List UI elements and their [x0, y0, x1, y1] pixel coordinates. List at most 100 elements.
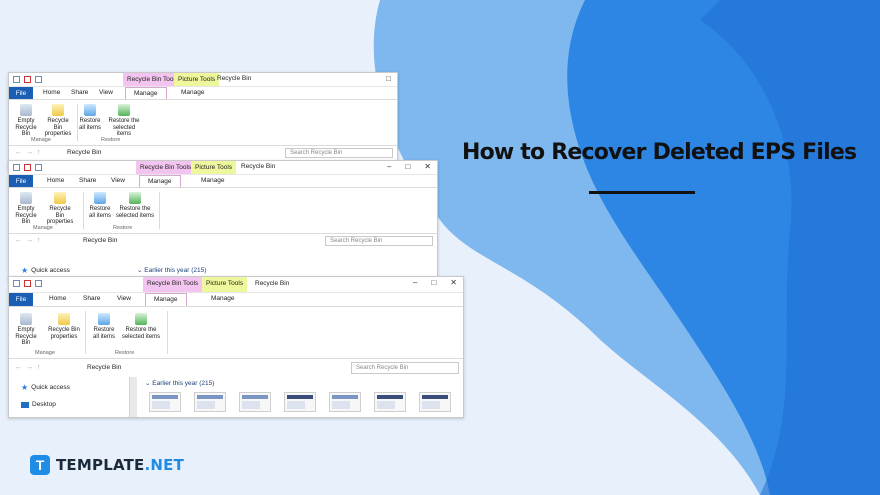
maximize-icon[interactable]: □ [405, 162, 411, 171]
file-thumbnail[interactable] [284, 392, 316, 412]
nav-desktop[interactable]: Desktop [21, 401, 56, 408]
properties-icon [54, 192, 66, 204]
tab-share[interactable]: Share [71, 89, 89, 96]
ribbon-divider [83, 192, 84, 229]
nav-quick-access[interactable]: ★Quick access [21, 266, 70, 275]
group-label-manage: Manage [31, 137, 51, 143]
close-icon[interactable]: ✕ [424, 162, 431, 171]
tab-share[interactable]: Share [79, 177, 97, 184]
picture-tools-context[interactable]: Picture Tools [191, 161, 237, 174]
explorer-window-3: Recycle Bin Tools Picture Tools Recycle … [8, 276, 464, 418]
explorer-window-2: Recycle Bin Tools Picture Tools Recycle … [8, 160, 438, 280]
restore-all-icon [84, 104, 96, 116]
content-area: ★Quick access ⌄ Earlier this year (215) [9, 248, 437, 278]
address-path[interactable]: Recycle Bin [87, 364, 122, 371]
maximize-icon[interactable]: □ [431, 278, 437, 287]
content-area: ★Quick access Desktop ⌄ Earlier this yea… [9, 377, 463, 417]
window-controls[interactable]: □ [386, 74, 391, 83]
tab-manage-2[interactable]: Manage [211, 295, 235, 302]
search-input[interactable]: Search Recycle Bin [285, 148, 393, 158]
file-thumbnail[interactable] [374, 392, 406, 412]
file-thumbnail[interactable] [419, 392, 451, 412]
title-underline [589, 191, 695, 194]
nav-scrollbar[interactable] [129, 377, 137, 417]
brand-badge: T [30, 455, 50, 475]
properties-icon [58, 313, 70, 325]
tab-manage[interactable]: Manage [125, 87, 167, 99]
nav-arrows[interactable]: ←→↑ [15, 149, 45, 156]
explorer-window-1: Recycle Bin Tools Picture Tools Recycle … [8, 72, 398, 170]
restore-selected-icon [129, 192, 141, 204]
address-bar: ←→↑ Recycle Bin Search Recycle Bin [9, 146, 397, 160]
restore-all-icon [98, 313, 110, 325]
group-label-restore: Restore [101, 137, 121, 143]
window-title: Recycle Bin [255, 280, 290, 287]
nav-quick-access[interactable]: ★Quick access [21, 383, 70, 392]
page-title: How to Recover Deleted EPS Files [462, 140, 857, 165]
quick-access-toolbar[interactable] [13, 164, 42, 171]
tab-file[interactable]: File [9, 87, 33, 99]
tab-home[interactable]: Home [49, 295, 67, 302]
tab-manage-2[interactable]: Manage [201, 177, 225, 184]
group-header[interactable]: ⌄ Earlier this year (215) [145, 380, 215, 387]
brand-logo: T TEMPLATE.NET [30, 455, 184, 475]
ribbon-divider [167, 311, 168, 354]
restore-all-icon [94, 192, 106, 204]
title-bar: Recycle Bin Tools Picture Tools Recycle … [9, 73, 397, 87]
ribbon-divider [85, 311, 86, 354]
file-thumbnail[interactable] [329, 392, 361, 412]
search-input[interactable]: Search Recycle Bin [351, 362, 459, 374]
minimize-icon[interactable]: – [413, 278, 418, 287]
recycle-bin-tools-context[interactable]: Recycle Bin Tools [123, 73, 183, 86]
tab-share[interactable]: Share [83, 295, 101, 302]
address-path[interactable]: Recycle Bin [67, 149, 102, 156]
picture-tools-context[interactable]: Picture Tools [202, 277, 248, 292]
file-thumbnail[interactable] [194, 392, 226, 412]
group-header[interactable]: ⌄ Earlier this year (215) [137, 267, 207, 274]
nav-arrows[interactable]: ←→↑ [15, 237, 45, 244]
brand-name: TEMPLATE.NET [56, 456, 185, 474]
quick-access-toolbar[interactable] [13, 280, 42, 287]
quick-access-toolbar[interactable] [13, 76, 42, 83]
address-bar: ←→↑ Recycle Bin Search Recycle Bin [9, 234, 437, 248]
minimize-icon[interactable]: – [387, 162, 392, 171]
restore-selected-icon [118, 104, 130, 116]
tab-home[interactable]: Home [43, 89, 61, 96]
tab-manage-2[interactable]: Manage [181, 89, 205, 96]
close-icon[interactable]: ✕ [450, 278, 457, 287]
address-path[interactable]: Recycle Bin [83, 237, 118, 244]
file-thumbnail[interactable] [239, 392, 271, 412]
tab-home[interactable]: Home [47, 177, 65, 184]
tab-file[interactable]: File [9, 175, 33, 187]
picture-tools-context[interactable]: Picture Tools [174, 73, 220, 86]
maximize-icon[interactable]: □ [386, 74, 391, 83]
tab-view[interactable]: View [117, 295, 131, 302]
tab-manage[interactable]: Manage [145, 293, 187, 306]
file-thumbnail[interactable] [149, 392, 181, 412]
ribbon-tabs: File Home Share View Manage Manage [9, 87, 397, 100]
tab-view[interactable]: View [99, 89, 113, 96]
search-input[interactable]: Search Recycle Bin [325, 236, 433, 246]
tab-file[interactable]: File [9, 293, 33, 306]
nav-arrows[interactable]: ←→↑ [15, 364, 45, 371]
tab-view[interactable]: View [111, 177, 125, 184]
tab-manage[interactable]: Manage [139, 175, 181, 187]
recycle-bin-tools-context[interactable]: Recycle Bin Tools [143, 277, 203, 292]
window-controls[interactable]: – □ ✕ [387, 162, 431, 171]
recycle-bin-tools-context[interactable]: Recycle Bin Tools [136, 161, 196, 174]
window-controls[interactable]: – □ ✕ [413, 278, 457, 287]
file-thumbnails [149, 392, 451, 412]
